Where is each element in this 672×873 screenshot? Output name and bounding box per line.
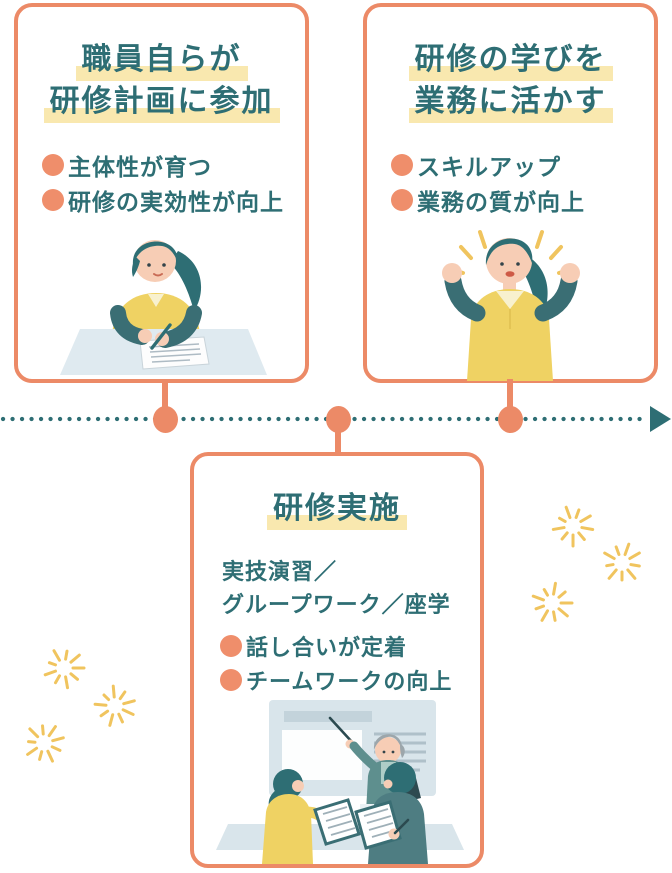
bullet-dot-icon <box>391 189 413 212</box>
bullet-dot-icon <box>220 634 242 657</box>
bullet-item: 研修の実効性が向上 <box>42 183 305 218</box>
card-plan-bullets: 主体性が育つ 研修の実効性が向上 <box>42 148 305 218</box>
bullet-text: チームワークの向上 <box>246 668 453 694</box>
card-apply-title: 研修の学びを 業務に活かす <box>367 39 654 123</box>
card-implement-title-text: 研修実施 <box>267 488 407 530</box>
bullet-item: チームワークの向上 <box>220 663 480 697</box>
card-implement-body: 実技演習／ グループワーク／座学 <box>222 555 480 621</box>
sparkle-icon <box>550 504 596 549</box>
card-apply: 研修の学びを 業務に活かす スキルアップ 業務の質が向上 <box>363 3 658 383</box>
woman-cheering-illustration <box>442 230 580 381</box>
sparkle-icon <box>43 649 86 690</box>
card-implement-title: 研修実施 <box>194 488 480 530</box>
timeline-arrowhead-icon <box>650 406 671 432</box>
connector-implement <box>335 422 341 456</box>
timeline-node-apply <box>498 406 523 433</box>
bullet-dot-icon <box>42 189 64 212</box>
body-line: グループワーク／座学 <box>222 591 451 617</box>
timeline-node-implement <box>326 406 351 433</box>
woman-writing-illustration <box>60 240 267 375</box>
card-implement: 研修実施 実技演習／ グループワーク／座学 話し合いが定着 チームワークの向上 <box>190 452 484 868</box>
card-apply-title-line1: 研修の学びを <box>408 39 613 81</box>
card-apply-bullets: スキルアップ 業務の質が向上 <box>391 148 654 218</box>
card-apply-title-line2: 業務に活かす <box>408 81 613 123</box>
connector-apply <box>507 379 513 411</box>
bullet-item: スキルアップ <box>391 148 654 183</box>
bullet-text: 研修の実効性が向上 <box>68 189 284 216</box>
sparkle-icon <box>92 683 138 729</box>
card-plan-title-line2: 研修計画に参加 <box>43 81 280 123</box>
bullet-text: 主体性が育つ <box>68 154 212 181</box>
bullet-text: スキルアップ <box>417 154 561 181</box>
sparkle-icon <box>529 580 575 626</box>
bullet-item: 話し合いが定着 <box>220 629 480 663</box>
connector-plan <box>162 379 168 411</box>
bullet-item: 主体性が育つ <box>42 148 305 183</box>
bullet-dot-icon <box>220 668 242 691</box>
bullet-text: 話し合いが定着 <box>246 634 408 660</box>
body-line: 実技演習／ <box>222 558 338 584</box>
sparkle-icon <box>599 540 645 586</box>
bullet-text: 業務の質が向上 <box>417 189 585 216</box>
card-plan: 職員自らが 研修計画に参加 主体性が育つ 研修の実効性が向上 <box>14 3 309 383</box>
card-plan-title: 職員自らが 研修計画に参加 <box>18 39 305 123</box>
bullet-item: 業務の質が向上 <box>391 183 654 218</box>
sparkle-icon <box>21 720 67 766</box>
card-plan-title-line1: 職員自らが <box>75 39 248 81</box>
bullet-dot-icon <box>391 154 413 177</box>
timeline-arrow <box>0 406 671 432</box>
training-session-illustration <box>216 700 464 864</box>
timeline-node-plan <box>153 406 178 433</box>
bullet-dot-icon <box>42 154 64 177</box>
card-implement-bullets: 話し合いが定着 チームワークの向上 <box>220 629 480 697</box>
